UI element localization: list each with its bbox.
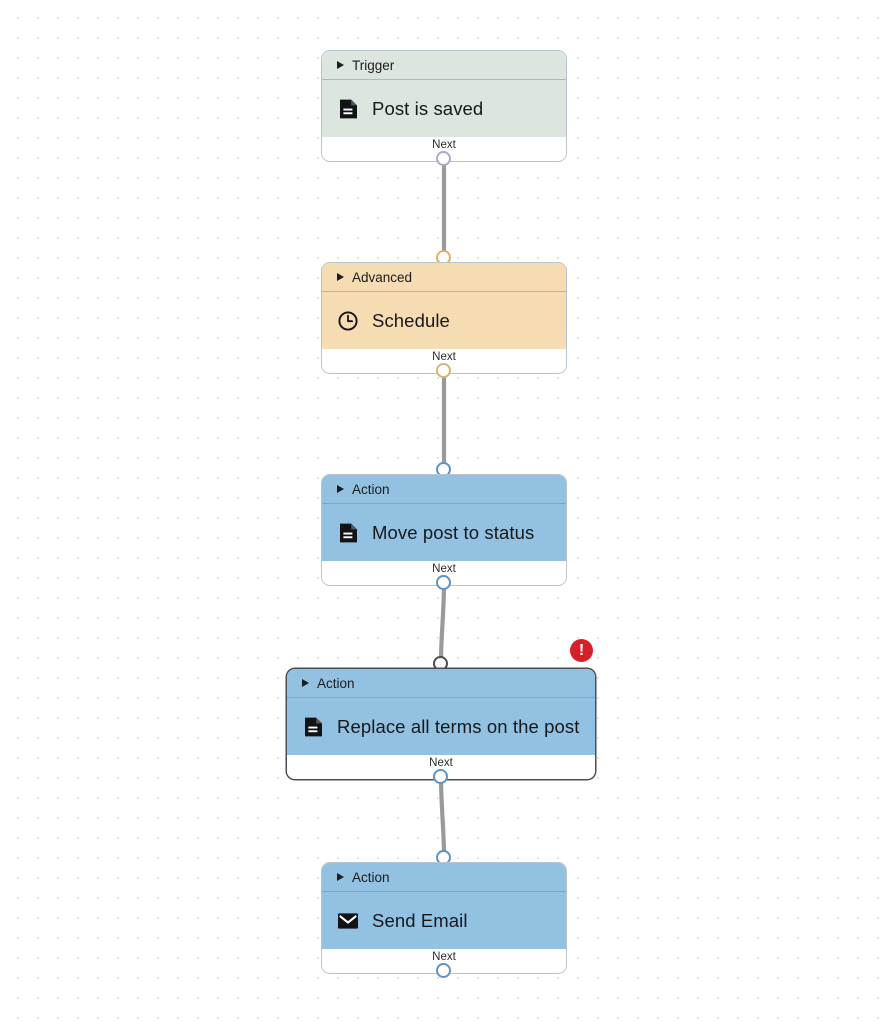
next-label: Next: [432, 351, 456, 363]
workflow-node-action-replace-all-terms-on-the-post[interactable]: Action Replace all terms on the post Nex…: [286, 668, 596, 780]
workflow-node-action-send-email[interactable]: Action Send Email Next: [321, 862, 567, 974]
chevron-right-icon[interactable]: [337, 61, 344, 69]
next-label: Next: [432, 951, 456, 963]
edge-action-replace-to-send-email: [438, 773, 447, 859]
workflow-node-advanced-schedule[interactable]: Advanced Schedule Next: [321, 262, 567, 374]
output-port-trigger-post-is-saved[interactable]: [436, 151, 451, 166]
node-title: Send Email: [372, 909, 468, 931]
next-label: Next: [432, 139, 456, 151]
node-header[interactable]: Trigger: [322, 51, 566, 80]
node-body[interactable]: Move post to status: [322, 504, 566, 561]
node-body[interactable]: Send Email: [322, 892, 566, 949]
chevron-right-icon[interactable]: [337, 485, 344, 493]
next-label: Next: [429, 757, 453, 769]
chevron-right-icon[interactable]: [302, 679, 309, 687]
node-header[interactable]: Action: [322, 475, 566, 504]
next-label: Next: [432, 563, 456, 575]
chevron-right-icon[interactable]: [337, 273, 344, 281]
output-port-action-replace-all-terms-on-the-post[interactable]: [433, 769, 448, 784]
node-header[interactable]: Action: [322, 863, 566, 892]
edge-action-move-to-action-replace: [438, 579, 447, 665]
output-port-action-move-post-to-status[interactable]: [436, 575, 451, 590]
output-port-action-send-email[interactable]: [436, 963, 451, 978]
workflow-node-trigger-post-is-saved[interactable]: Trigger Post is saved Next: [321, 50, 567, 162]
node-category-label: Action: [352, 869, 390, 885]
node-category-label: Trigger: [352, 57, 395, 73]
node-header[interactable]: Action: [287, 669, 595, 698]
node-category-label: Action: [317, 675, 355, 691]
node-body[interactable]: Schedule: [322, 292, 566, 349]
node-header[interactable]: Advanced: [322, 263, 566, 292]
document-icon: [337, 98, 359, 120]
node-category-label: Action: [352, 481, 390, 497]
node-title: Replace all terms on the post: [337, 715, 580, 737]
error-indicator-icon[interactable]: !: [570, 639, 593, 662]
node-category-label: Advanced: [352, 269, 413, 285]
error-symbol: !: [578, 641, 585, 659]
node-footer[interactable]: Next: [322, 949, 566, 973]
output-port-advanced-schedule[interactable]: [436, 363, 451, 378]
node-title: Move post to status: [372, 521, 535, 543]
workflow-node-action-move-post-to-status[interactable]: Action Move post to status Next: [321, 474, 567, 586]
node-body[interactable]: Post is saved: [322, 80, 566, 137]
chevron-right-icon[interactable]: [337, 873, 344, 881]
document-icon: [337, 522, 359, 544]
envelope-icon: [337, 910, 359, 932]
document-icon: [302, 716, 324, 738]
node-title: Schedule: [372, 309, 450, 331]
clock-icon: [337, 310, 359, 332]
node-title: Post is saved: [372, 97, 484, 119]
node-body[interactable]: Replace all terms on the post: [287, 698, 595, 755]
